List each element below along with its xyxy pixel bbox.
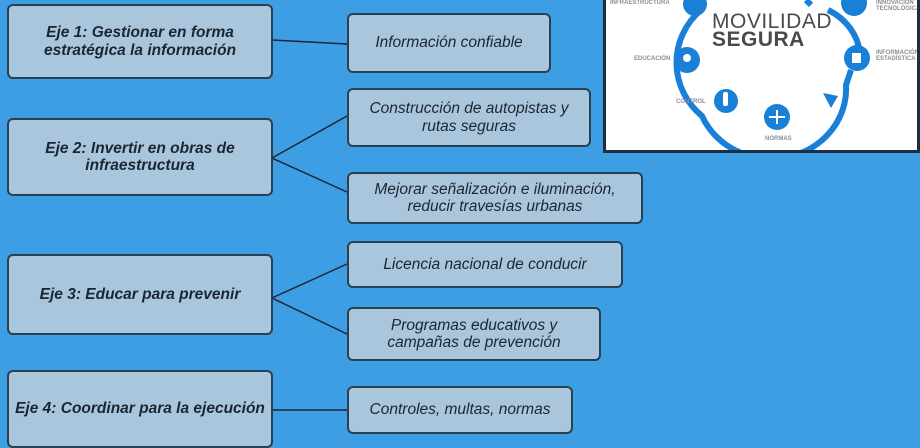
- infographic-title-line2: SEGURA: [712, 28, 805, 51]
- eje-3-label: Eje 3: Educar para prevenir: [39, 285, 241, 303]
- label-control: CONTROL: [676, 99, 706, 105]
- label-informacion: INFORMACIÓN ESTADÍSTICA: [876, 50, 919, 63]
- label-infraestructura: INFRAESTRUCTURA: [610, 0, 670, 6]
- item-controles: Controles, multas, normas: [347, 386, 573, 434]
- eje-2-box: Eje 2: Invertir en obras de infraestruct…: [7, 118, 273, 196]
- item-label: Controles, multas, normas: [369, 401, 551, 419]
- infographic-title-line1: MOVILIDAD: [712, 10, 833, 33]
- label-educacion: EDUCACIÓN: [634, 56, 671, 62]
- infraestructura-icon: [683, 0, 707, 16]
- eje-1-box: Eje 1: Gestionar en forma estratégica la…: [7, 4, 273, 79]
- label-normas: NORMAS: [765, 136, 792, 142]
- movilidad-segura-infographic: MOVILIDAD SEGURA INFRAESTRUCTURA EDUCACI…: [603, 0, 920, 153]
- item-licencia: Licencia nacional de conducir: [347, 241, 623, 288]
- innovacion-icon: [841, 0, 867, 16]
- item-label: Programas educativos y campañas de preve…: [387, 316, 561, 351]
- eje-2-label: Eje 2: Invertir en obras de infraestruct…: [45, 139, 235, 174]
- label-innovacion: INNOVACIÓN TECNOLÓGICA: [876, 0, 920, 13]
- eje-3-box: Eje 3: Educar para prevenir: [7, 254, 273, 335]
- eje-4-box: Eje 4: Coordinar para la ejecución: [7, 370, 273, 448]
- item-label: Construcción de autopistas y rutas segur…: [369, 100, 569, 135]
- item-informacion-confiable: Información confiable: [347, 13, 551, 73]
- item-construccion-autopistas: Construcción de autopistas y rutas segur…: [347, 88, 591, 147]
- arrow-head-icon: [823, 93, 838, 108]
- item-label: Mejorar señalización e iluminación, redu…: [374, 180, 616, 215]
- infographic-cycle: [673, 0, 870, 150]
- eje-4-label: Eje 4: Coordinar para la ejecución: [15, 400, 265, 418]
- item-label: Licencia nacional de conducir: [383, 255, 587, 273]
- item-programas-educativos: Programas educativos y campañas de preve…: [347, 307, 601, 361]
- item-senalizacion: Mejorar señalización e iluminación, redu…: [347, 172, 643, 224]
- eje-1-label: Eje 1: Gestionar en forma estratégica la…: [43, 24, 237, 59]
- item-label: Información confiable: [375, 34, 523, 52]
